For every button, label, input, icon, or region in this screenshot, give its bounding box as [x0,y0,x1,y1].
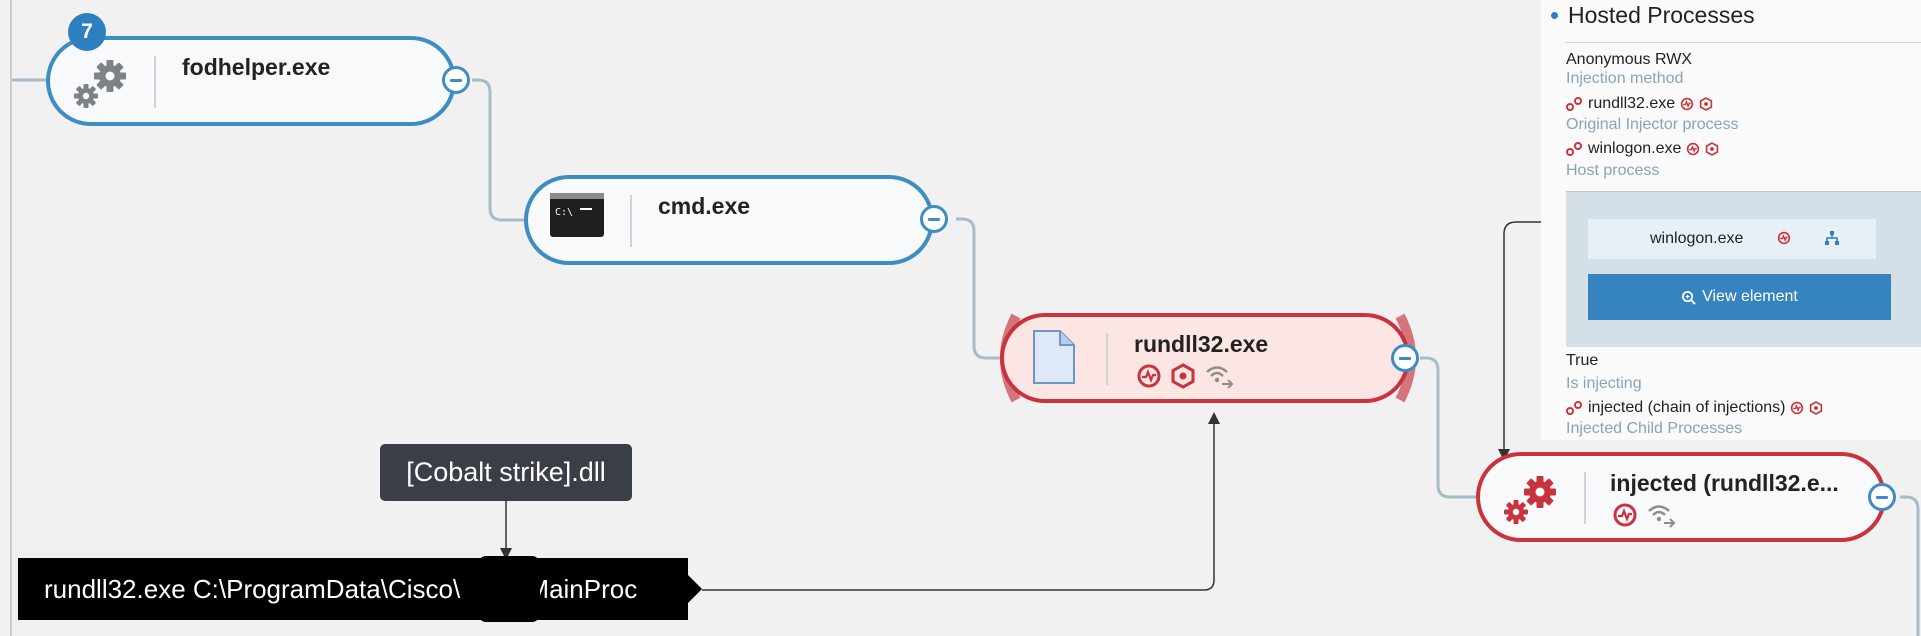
host-process-card: winlogon.exe View element [1566,191,1921,347]
malop-icon [1810,401,1823,415]
suspicion-icon [1687,142,1700,156]
process-node-injected[interactable]: injected (rundll32.e... [1476,452,1886,542]
view-element-button[interactable]: View element [1588,274,1891,320]
process-node-fodhelper[interactable]: fodhelper.exe [46,36,456,126]
collapse-button[interactable] [1868,483,1896,511]
collapse-button[interactable] [1391,344,1419,372]
gears-icon [1500,468,1562,528]
collapse-button[interactable] [920,205,948,233]
node-title: fodhelper.exe [182,54,331,80]
is-injecting-value: True [1566,352,1599,369]
host-process-item[interactable]: winlogon.exe [1588,219,1876,259]
node-title: injected (rundll32.e... [1610,470,1839,496]
suspicion-icon [1136,363,1162,394]
file-icon [1030,329,1092,389]
graph-edge-line [10,0,12,636]
node-divider [1106,333,1108,385]
command-line-banner: rundll32.exe C:\ProgramData\Cisco\,MainP… [18,558,702,620]
view-element-label: View element [1702,288,1798,305]
host-card-name: winlogon.exe [1650,230,1744,247]
malop-icon [1706,142,1719,156]
host-process-row[interactable]: winlogon.exe [1566,140,1719,158]
node-title: rundll32.exe [1134,331,1269,357]
node-divider [630,195,632,247]
injection-method-value: Anonymous RWX [1566,51,1692,68]
gears-icon [70,52,132,112]
collapse-button[interactable] [442,66,470,94]
process-node-rundll32[interactable]: rundll32.exe [1000,313,1410,403]
hosted-processes-panel: Hosted Processes Anonymous RWX Injection… [1541,0,1921,440]
injected-child-row[interactable]: injected (chain of injections) [1566,399,1823,417]
malop-icon [1170,363,1196,394]
redaction-box [478,556,540,622]
malop-icon [1699,97,1713,111]
magnifier-icon [1682,290,1696,305]
injected-child-value: injected (chain of injections) [1588,399,1786,416]
is-injecting-label: Is injecting [1566,375,1642,392]
node-title: cmd.exe [658,193,751,219]
panel-divider [1565,42,1921,43]
panel-title: Hosted Processes [1568,2,1755,28]
chain-link-icon [1566,97,1582,111]
original-injector-row[interactable]: rundll32.exe [1566,95,1713,113]
chain-link-icon [1566,142,1582,156]
suspicion-icon [1612,502,1638,533]
network-icon [1646,502,1676,533]
injection-method-label: Injection method [1566,70,1684,87]
suspicion-icon [1777,231,1791,245]
bullet-icon [1551,12,1558,19]
host-process-value: winlogon.exe [1588,140,1682,157]
command-line-prefix: rundll32.exe C:\ProgramData\Cisco\ [44,573,461,604]
svg-text:C:\: C:\ [555,207,573,218]
network-icon [1204,363,1234,394]
chain-link-icon [1566,401,1582,415]
dll-callout: [Cobalt strike].dll [380,444,632,501]
terminal-icon: C:\ [550,193,612,253]
process-tree-icon[interactable] [1824,230,1840,246]
original-injector-label: Original Injector process [1566,116,1739,133]
original-injector-value: rundll32.exe [1588,95,1676,112]
suspicion-icon [1791,401,1804,415]
node-divider [154,56,156,108]
panel-header: Hosted Processes [1551,2,1755,29]
injected-child-label: Injected Child Processes [1566,420,1743,437]
host-process-label: Host process [1566,162,1660,179]
child-count-badge: 7 [68,13,106,51]
process-node-cmd[interactable]: C:\ cmd.exe [524,175,934,265]
node-divider [1584,472,1586,524]
suspicion-icon [1680,97,1694,111]
